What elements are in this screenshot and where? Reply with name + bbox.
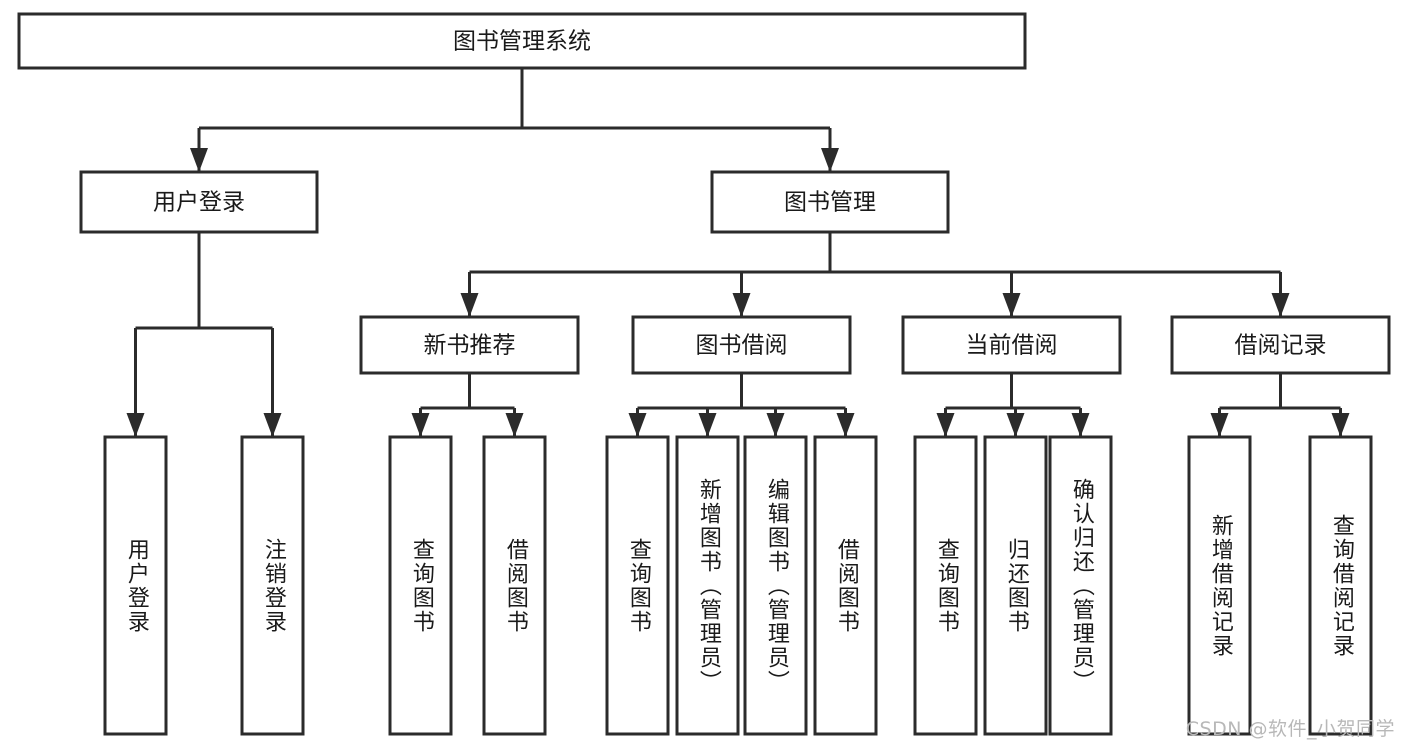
arrow-head-icon xyxy=(190,148,208,172)
node-leaf-box-4[interactable] xyxy=(605,435,670,736)
node-leaf-box-2[interactable] xyxy=(388,435,453,736)
node-leaf-box-0[interactable] xyxy=(103,435,168,736)
arrow-head-icon xyxy=(126,413,145,437)
arrow-head-icon xyxy=(1271,293,1290,317)
node-level3-box-2[interactable] xyxy=(901,315,1122,375)
arrow-head-icon xyxy=(1210,413,1229,437)
arrow-head-icon xyxy=(460,293,479,317)
node-level3-label-0: 新书推荐 xyxy=(424,333,516,359)
node-level3-label-3: 借阅记录 xyxy=(1235,333,1327,359)
node-leaf-box-7[interactable] xyxy=(813,435,878,736)
arrow-head-icon xyxy=(1002,293,1021,317)
arrow-head-icon xyxy=(766,413,785,437)
node-leaf-box-11[interactable] xyxy=(1187,435,1252,736)
watermark-text: CSDN @软件_小贺同学 xyxy=(1185,718,1395,740)
arrow-head-icon xyxy=(698,413,717,437)
node-level3-label-1: 图书借阅 xyxy=(696,333,788,359)
arrow-head-icon xyxy=(628,413,647,437)
arrow-head-icon xyxy=(411,413,430,437)
node-leaf-box-6[interactable] xyxy=(743,435,808,736)
node-level3-label-2: 当前借阅 xyxy=(966,333,1058,359)
arrow-head-icon xyxy=(1331,413,1350,437)
node-level3-box-0[interactable] xyxy=(359,315,580,375)
node-level2-label-1: 图书管理 xyxy=(784,190,876,216)
arrow-head-icon xyxy=(1006,413,1025,437)
node-level3-box-1[interactable] xyxy=(631,315,852,375)
arrow-head-icon xyxy=(1071,413,1090,437)
connector-layer xyxy=(126,68,1350,437)
arrow-head-icon xyxy=(263,413,282,437)
node-leaf-box-9[interactable] xyxy=(983,435,1048,736)
arrow-head-icon xyxy=(505,413,524,437)
node-level3-box-3[interactable] xyxy=(1170,315,1391,375)
node-leaf-box-8[interactable] xyxy=(913,435,978,736)
node-level2-box-0[interactable] xyxy=(79,170,319,234)
node-leaf-box-12[interactable] xyxy=(1308,435,1373,736)
node-leaf-box-3[interactable] xyxy=(482,435,547,736)
node-leaf-box-5[interactable] xyxy=(675,435,740,736)
arrow-head-icon xyxy=(732,293,751,317)
arrow-head-icon xyxy=(821,148,839,172)
node-leaf-box-1[interactable] xyxy=(240,435,305,736)
arrow-head-icon xyxy=(936,413,955,437)
node-leaf-box-10[interactable] xyxy=(1048,435,1113,736)
arrow-head-icon xyxy=(836,413,855,437)
node-level2-box-1[interactable] xyxy=(710,170,950,234)
node-root-box[interactable] xyxy=(17,12,1027,70)
node-root-label: 图书管理系统 xyxy=(453,29,591,55)
node-level2-label-0: 用户登录 xyxy=(153,190,245,216)
